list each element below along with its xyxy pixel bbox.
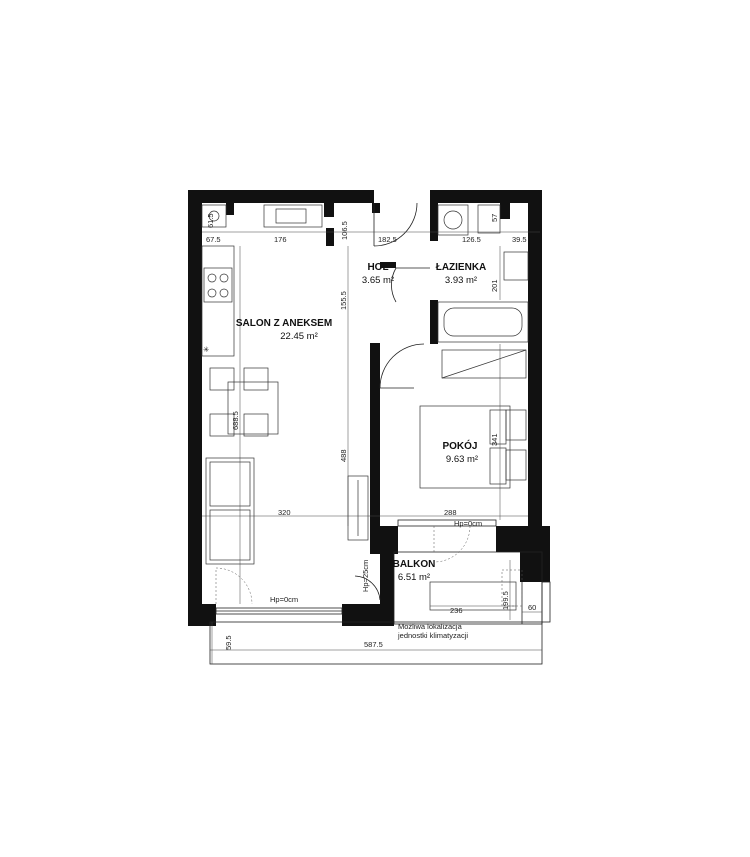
sofa — [205, 457, 255, 565]
room-labels: SALON Z ANEKSEM 22.45 m² HOL 3.65 m² ŁAZ… — [236, 262, 486, 583]
dim-59-5: 59.5 — [224, 635, 233, 650]
level-pokoj: Hp=0cm — [454, 519, 482, 528]
room-area-hol: 3.65 m² — [362, 275, 394, 286]
dim-288: 288 — [444, 508, 457, 517]
dim-199-5: 199.5 — [501, 591, 510, 610]
dim-61-5-vertical: 61.5 — [206, 213, 215, 228]
room-area-pokoj: 9.63 m² — [446, 454, 478, 465]
ac-note-line1: Możliwa lokalizacja — [398, 622, 463, 631]
dim-126-5: 126.5 — [462, 235, 481, 244]
room-name-hol: HOL — [367, 262, 388, 273]
level-balkon: Hp=25cm — [361, 560, 370, 592]
dim-182-5: 182.5 — [378, 235, 397, 244]
ac-note: Możliwa lokalizacja jednostki klimatyzac… — [397, 622, 468, 640]
dining-table — [209, 367, 279, 437]
dim-67-5: 67.5 — [206, 235, 221, 244]
dim-688-5: 688.5 — [231, 411, 240, 430]
dim-341: 341 — [490, 433, 499, 446]
dim-236: 236 — [450, 606, 463, 615]
walls — [188, 190, 550, 626]
dim-587-5: 587.5 — [364, 640, 383, 649]
room-name-pokoj: POKÓJ — [442, 439, 477, 452]
balcony-outline — [209, 551, 543, 665]
dim-39-5: 39.5 — [512, 235, 527, 244]
dimension-lines — [202, 231, 542, 664]
doors — [215, 202, 471, 605]
room-name-salon: SALON Z ANEKSEM — [236, 318, 332, 329]
level-salon: Hp=0cm — [270, 595, 298, 604]
room-name-lazienka: ŁAZIENKA — [436, 262, 487, 273]
dimension-labels: 61.5 67.5 176 106.5 182.5 126.5 39.5 57 … — [206, 213, 536, 650]
dim-320: 320 — [278, 508, 291, 517]
room-area-balkon: 6.51 m² — [398, 572, 430, 583]
windows — [215, 519, 551, 623]
dim-106-5: 106.5 — [340, 221, 349, 240]
dim-201: 201 — [490, 279, 499, 292]
room-area-lazienka: 3.93 m² — [445, 275, 477, 286]
dim-176: 176 — [274, 235, 287, 244]
dim-57: 57 — [490, 214, 499, 222]
hall-wardrobe — [347, 475, 369, 541]
level-markers: Hp=0cm Hp=0cm Hp=25cm — [270, 519, 482, 604]
dim-488: 488 — [339, 449, 348, 462]
bedroom-fixtures — [419, 349, 527, 489]
room-name-balkon: BALKON — [393, 559, 436, 570]
bathroom-fixtures — [437, 204, 529, 343]
room-area-salon: 22.45 m² — [280, 331, 318, 342]
fridge-icon: ✳ — [203, 345, 210, 354]
dim-60: 60 — [528, 603, 536, 612]
dim-155-5: 155.5 — [339, 291, 348, 310]
kitchen-fixtures: ✳ — [201, 204, 323, 357]
ac-note-line2: jednostki klimatyzacji — [397, 631, 468, 640]
